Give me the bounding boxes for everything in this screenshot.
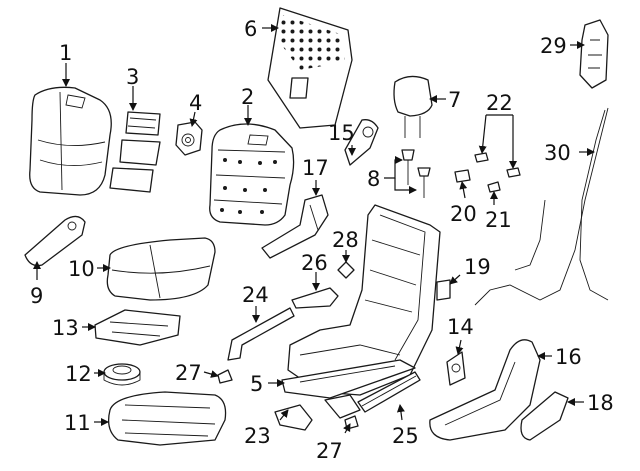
callout-12: 12 [65, 362, 92, 386]
callout-4: 4 [189, 91, 202, 115]
part-23-cover [274, 404, 313, 431]
callout-3: 3 [126, 65, 139, 89]
callout-10: 10 [68, 257, 95, 281]
part-30-cable [474, 107, 609, 306]
part-1-seat-back-cover [29, 86, 112, 196]
callout-2: 2 [241, 85, 254, 109]
part-8-headrest-guides [401, 149, 431, 198]
part-29-trim-piece [579, 19, 609, 89]
callout-14: 14 [447, 315, 474, 339]
callout-8: 8 [367, 167, 380, 191]
part-2-seat-back-frame [209, 123, 295, 226]
part-4-lumbar-motor [175, 121, 203, 156]
part-5-seat-frame [281, 204, 441, 419]
callout-27-lower: 27 [316, 439, 343, 463]
part-26-bracket [291, 287, 339, 309]
part-10-seat-cushion [106, 237, 216, 301]
callout-5: 5 [250, 372, 263, 396]
callout-16: 16 [555, 345, 582, 369]
callout-24: 24 [242, 283, 269, 307]
part-12-motor [103, 363, 141, 386]
callout-labels: 1 2 3 4 5 6 7 8 9 10 11 12 13 14 15 16 1… [30, 17, 614, 463]
part-19-connector [436, 279, 451, 301]
callout-17: 17 [302, 156, 329, 180]
callout-9: 9 [30, 284, 43, 308]
callout-25: 25 [392, 424, 419, 448]
callout-20: 20 [450, 202, 477, 226]
part-24-rail-trim [227, 307, 295, 361]
callout-18: 18 [587, 391, 614, 415]
leader-lines [33, 24, 595, 434]
part-3-seat-back-pads [109, 111, 161, 193]
part-13-cushion-frame [94, 309, 181, 346]
part-6-back-panel [267, 7, 353, 129]
part-27-clip-upper [217, 369, 233, 384]
part-7-headrest [393, 75, 433, 138]
part-28-clip [337, 261, 355, 279]
callout-6: 6 [244, 17, 257, 41]
callout-19: 19 [464, 255, 491, 279]
part-17-side-trim [261, 194, 329, 259]
callout-29: 29 [540, 34, 567, 58]
callout-26: 26 [301, 251, 328, 275]
callout-21: 21 [485, 208, 512, 232]
callout-30: 30 [544, 141, 571, 165]
part-20-clip [454, 169, 471, 183]
part-21-clip [487, 181, 501, 193]
callout-27-upper: 27 [175, 361, 202, 385]
part-14-switch-bracket [446, 351, 466, 386]
part-25-seat-rail [357, 371, 421, 413]
callout-22: 22 [486, 91, 513, 115]
callout-15: 15 [328, 121, 355, 145]
callout-11: 11 [64, 411, 91, 435]
callout-28: 28 [332, 228, 359, 252]
callout-23: 23 [244, 424, 271, 448]
part-16-side-shield [429, 339, 541, 441]
callout-1: 1 [59, 41, 72, 65]
part-27-clip-lower [344, 415, 359, 430]
part-18-switch-cover [520, 391, 569, 441]
callout-7: 7 [448, 88, 461, 112]
part-11-cushion-base [107, 391, 227, 446]
part-9-trim-cover [24, 215, 86, 267]
callout-13: 13 [52, 316, 79, 340]
